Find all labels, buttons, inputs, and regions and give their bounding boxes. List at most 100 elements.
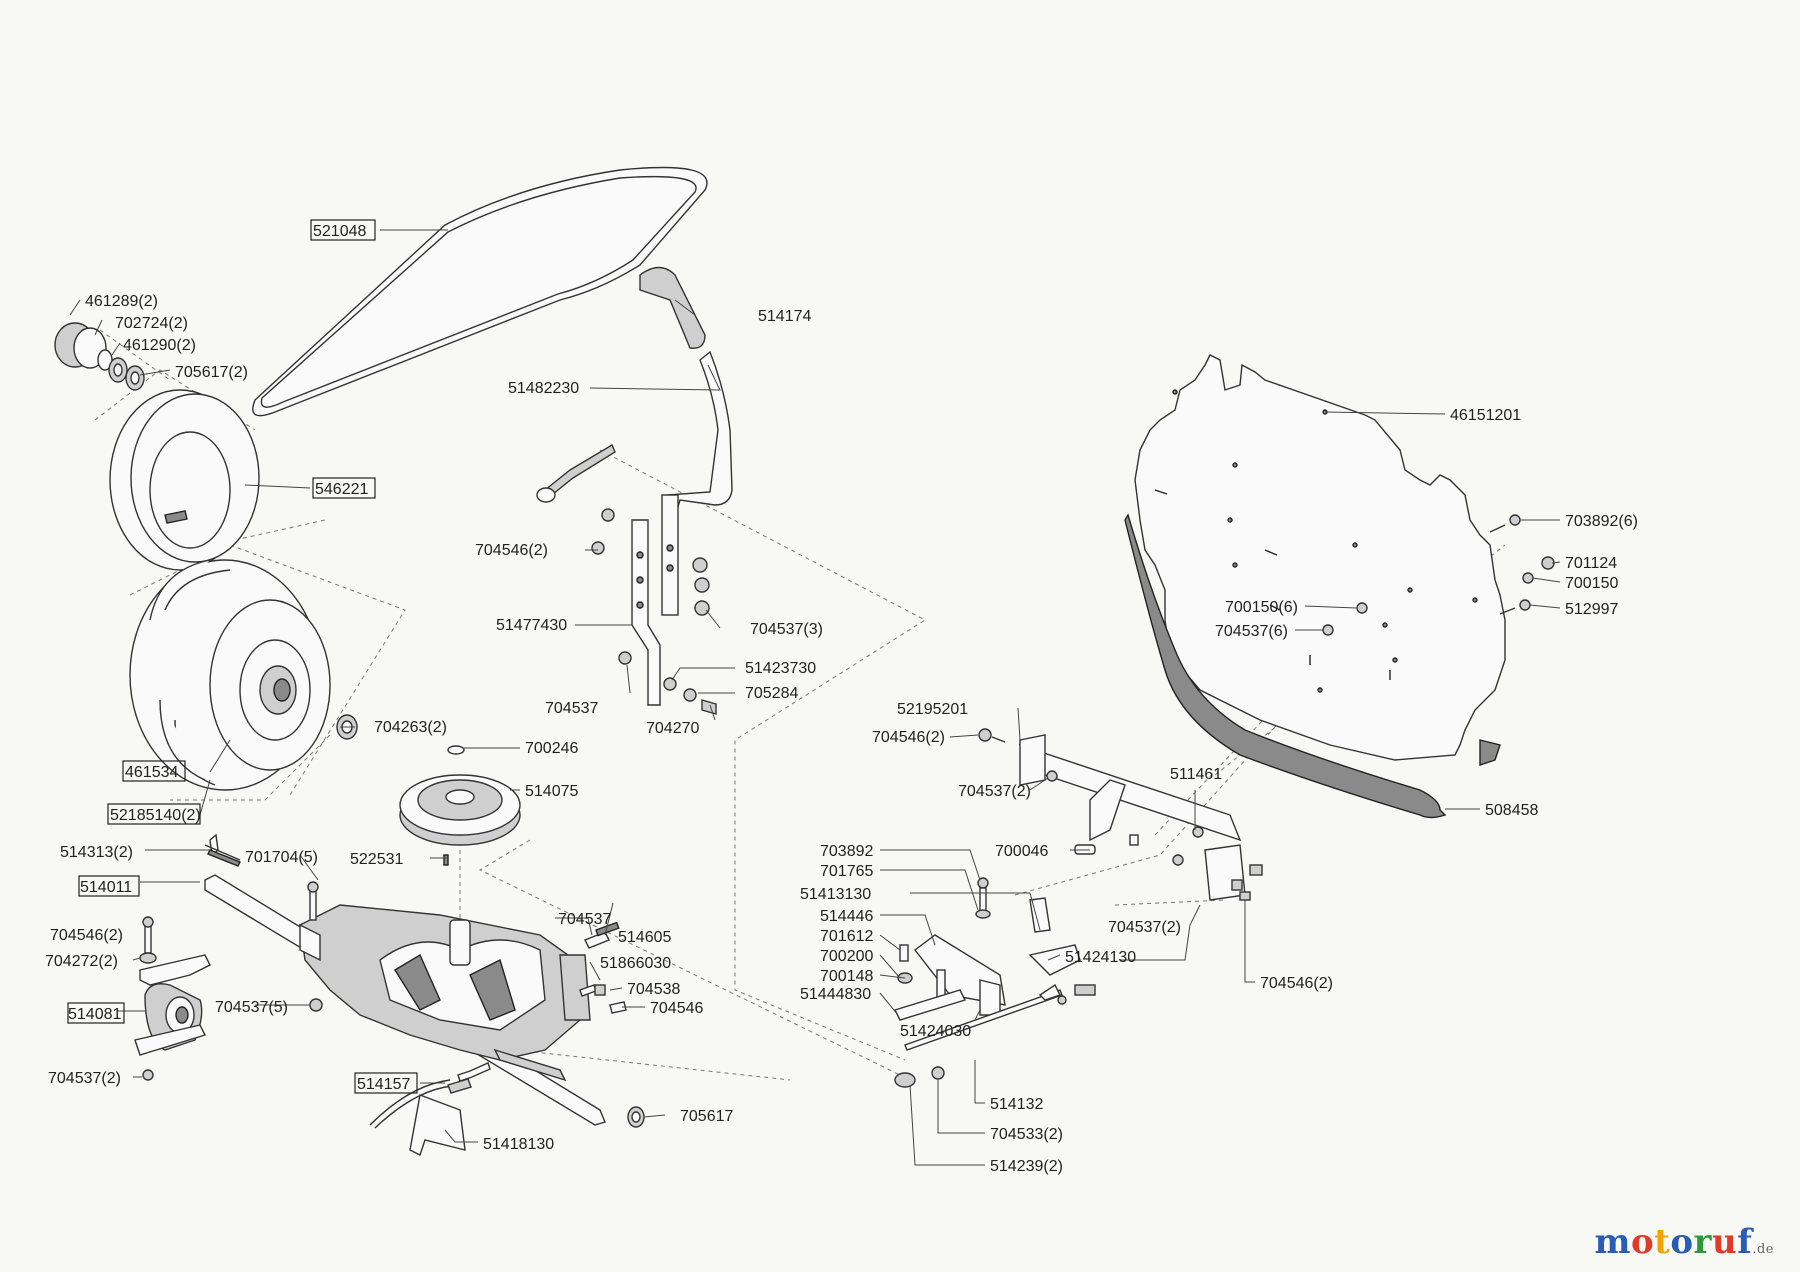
label-52195201: 52195201 (897, 701, 968, 718)
axle-bearing-bracket (134, 916, 211, 1081)
label-51423730: 51423730 (745, 660, 816, 677)
label-512997: 512997 (1565, 601, 1618, 618)
label-704537a: 704537 (545, 700, 598, 717)
plate-screws (1322, 514, 1555, 636)
label-461534: 461534 (125, 764, 178, 781)
logo-letter: r (1693, 1222, 1712, 1262)
label-546221: 546221 (315, 481, 368, 498)
transaxle (204, 833, 645, 1128)
label-704537b: 704537 (558, 911, 611, 928)
label-522531: 522531 (350, 851, 403, 868)
label-704546-2e: 704546(2) (1260, 975, 1333, 992)
motoruf-logo[interactable]: motoruf.de (1594, 1222, 1774, 1262)
rear-wheel-tire (129, 559, 358, 791)
wheel-bearing-parts (54, 322, 145, 391)
label-705284: 705284 (745, 685, 798, 702)
label-705617: 705617 (680, 1108, 733, 1125)
logo-suffix: .de (1752, 1242, 1774, 1257)
label-box-514157 (354, 1072, 418, 1094)
label-700148: 700148 (820, 968, 873, 985)
label-702724: 702724(2) (115, 315, 188, 332)
part-labels: 521048 461289(2) 702724(2) 461290(2) 705… (45, 219, 1638, 1175)
label-704537-2c: 704537(2) (1108, 919, 1181, 936)
label-704537-2a: 704537(2) (48, 1070, 121, 1087)
drive-pulley (399, 745, 521, 866)
label-704272: 704272(2) (45, 953, 118, 970)
label-704537-6: 704537(6) (1215, 623, 1288, 640)
label-51424030: 51424030 (900, 1023, 971, 1040)
label-box-546221 (312, 477, 376, 499)
logo-letter: f (1737, 1222, 1753, 1262)
front-wheel-tire (109, 389, 260, 571)
label-box-461534 (122, 760, 186, 782)
pedal-shaft-assembly (978, 728, 1263, 901)
label-701124: 701124 (1565, 555, 1617, 572)
label-514075: 514075 (525, 783, 578, 800)
label-704537-5: 704537(5) (215, 999, 288, 1016)
plate-holes (1154, 389, 1478, 693)
label-box-514011 (78, 875, 140, 897)
label-700246: 700246 (525, 740, 578, 757)
label-704533: 704533(2) (990, 1126, 1063, 1143)
label-box-514081 (67, 1002, 125, 1024)
logo-text: motoruf (1594, 1222, 1752, 1262)
label-51482230: 51482230 (508, 380, 579, 397)
label-51444830: 51444830 (800, 986, 871, 1003)
leader-lines (69, 229, 1561, 1166)
nut-group (591, 508, 717, 715)
label-704538: 704538 (627, 981, 680, 998)
label-514239: 514239(2) (990, 1158, 1063, 1175)
logo-letter: u (1711, 1222, 1738, 1262)
logo-letter: m (1594, 1222, 1631, 1262)
label-461289: 461289(2) (85, 293, 158, 310)
label-701704: 701704(5) (245, 849, 318, 866)
label-704546-2a: 704546(2) (475, 542, 548, 559)
label-51418130: 51418130 (483, 1136, 554, 1153)
label-514174: 514174 (758, 308, 811, 325)
label-508458: 508458 (1485, 802, 1538, 819)
label-521048: 521048 (313, 223, 366, 240)
label-704270: 704270 (646, 720, 699, 737)
shift-lever (536, 266, 733, 715)
label-461290: 461290(2) (123, 337, 196, 354)
label-700150-6: 700150(6) (1225, 599, 1298, 616)
brake-linkage (894, 877, 1096, 1088)
label-701612: 701612 (820, 928, 873, 945)
label-514011: 514011 (80, 879, 132, 896)
label-514605: 514605 (618, 929, 671, 946)
label-52185140: 52185140(2) (110, 807, 201, 824)
label-704546-2b: 704546(2) (50, 927, 123, 944)
label-511461: 511461 (1170, 766, 1222, 783)
label-700150: 700150 (1565, 575, 1618, 592)
label-703892-6: 703892(6) (1565, 513, 1638, 530)
mudguard-plate (1124, 354, 1555, 819)
v-belt (252, 166, 708, 417)
label-51413130: 51413130 (800, 886, 871, 903)
logo-letter: t (1654, 1222, 1671, 1262)
label-46151201: 46151201 (1450, 407, 1521, 424)
label-704263: 704263(2) (374, 719, 447, 736)
control-cable-bracket (369, 921, 620, 1156)
label-701765: 701765 (820, 863, 873, 880)
label-box-521048 (310, 219, 376, 241)
label-703892: 703892 (820, 843, 873, 860)
label-514157: 514157 (357, 1076, 410, 1093)
label-514446: 514446 (820, 908, 873, 925)
logo-letter: o (1630, 1222, 1655, 1262)
label-51477430: 51477430 (496, 617, 567, 634)
label-514313: 514313(2) (60, 844, 133, 861)
label-704546: 704546 (650, 1000, 703, 1017)
label-514132: 514132 (990, 1096, 1043, 1113)
label-51424130: 51424130 (1065, 949, 1136, 966)
label-704546-2d: 704546(2) (872, 729, 945, 746)
label-704537-2b: 704537(2) (958, 783, 1031, 800)
label-box-52185140 (107, 803, 201, 825)
label-705617-2: 705617(2) (175, 364, 248, 381)
label-700200: 700200 (820, 948, 873, 965)
label-700046: 700046 (995, 843, 1048, 860)
label-704537-3: 704537(3) (750, 621, 823, 638)
logo-letter: o (1670, 1222, 1694, 1262)
axle-pin (207, 849, 241, 867)
label-51866030: 51866030 (600, 955, 671, 972)
